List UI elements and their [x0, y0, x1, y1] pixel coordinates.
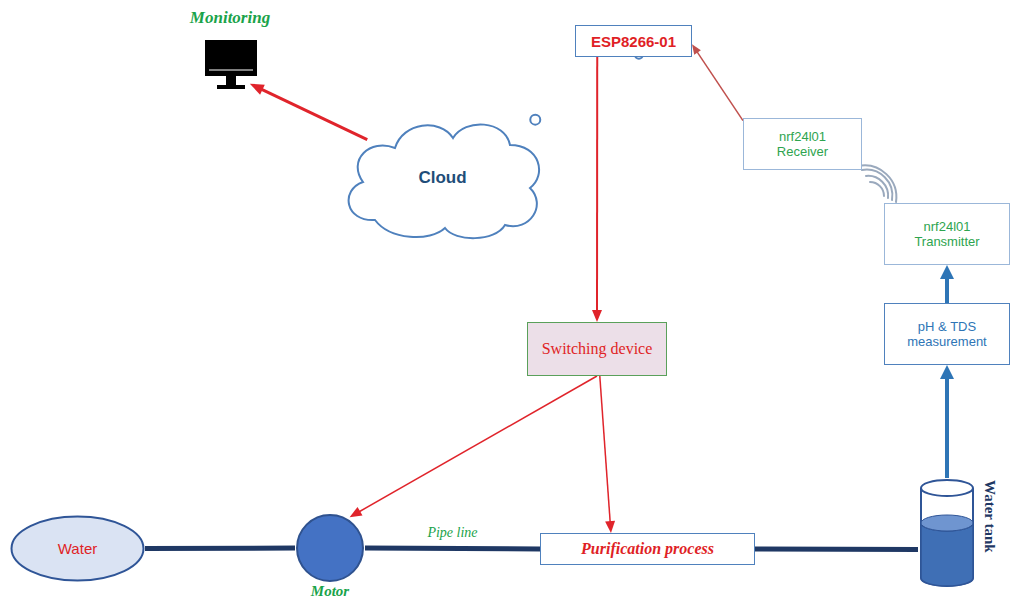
connector-line [596, 57, 598, 312]
connector [145, 548, 295, 550]
cloud-node: Cloud [335, 110, 550, 245]
water-surface [921, 515, 973, 531]
arrow-head [605, 521, 615, 533]
tank-top [921, 480, 973, 496]
connector-line [145, 546, 295, 552]
circle-shape [295, 513, 365, 583]
connector-line [261, 89, 368, 140]
connector [350, 376, 597, 517]
water-source: Water [10, 515, 145, 582]
arrow-head [940, 265, 954, 279]
node-label: Water [58, 540, 97, 557]
node-label: Water tank [981, 480, 998, 553]
edge-label: Pipe line [427, 525, 477, 541]
wave-arc [866, 176, 888, 198]
connector [692, 44, 743, 120]
motor-node: Motor [295, 513, 365, 583]
connector-line [945, 377, 949, 478]
arrow-head [940, 365, 954, 379]
process-box: Switching device [527, 322, 667, 376]
process-box: nrf24l01 Transmitter [884, 203, 1010, 265]
connector-line [945, 277, 949, 303]
cloud-outline [349, 124, 539, 238]
connector [365, 548, 540, 549]
node-label: Cloud [418, 168, 466, 188]
motor-circle [297, 515, 363, 581]
water-tank: Water tank [918, 478, 976, 588]
node-label: Monitoring [190, 8, 270, 28]
connector-line [365, 548, 540, 549]
process-box: ESP8266-01 [575, 25, 692, 57]
connector [600, 376, 615, 533]
node-label: Purification process [581, 540, 714, 558]
node-label: Motor [311, 583, 349, 600]
arrow-head [692, 44, 701, 55]
tank-shape [918, 478, 976, 588]
connector [755, 549, 918, 551]
connector-line [600, 376, 610, 523]
monitor-screen [205, 40, 257, 76]
process-box: Purification process [540, 533, 755, 565]
process-box: pH & TDS measurement [884, 303, 1010, 365]
connector [940, 365, 954, 478]
wave-arc [870, 182, 884, 196]
arrow-head [350, 507, 363, 517]
connector [250, 84, 367, 140]
node-label: Switching device [542, 340, 653, 358]
monitor-line [209, 70, 253, 71]
tank-body [921, 488, 973, 586]
connector-line [358, 376, 597, 512]
connector-line [696, 51, 743, 121]
connector-line [755, 547, 918, 553]
bubble [530, 115, 540, 125]
wireless-waves [858, 165, 896, 202]
monitor-base [217, 85, 245, 89]
node-label: nrf24l01 Transmitter [902, 219, 992, 249]
monitor-node: Monitoring [185, 8, 275, 96]
connector [940, 265, 954, 303]
connector [592, 57, 602, 322]
monitor-icon [205, 40, 257, 89]
node-label: pH & TDS measurement [897, 319, 997, 349]
node-label: ESP8266-01 [591, 33, 676, 50]
wave-arc [858, 165, 896, 202]
process-box: nrf24l01 Receiver [743, 118, 862, 170]
arrow-head [250, 84, 265, 95]
monitor-stand [226, 76, 236, 85]
tank-water [921, 523, 973, 586]
water-ellipse [12, 517, 144, 581]
node-label: nrf24l01 Receiver [763, 129, 843, 159]
arrow-head [592, 310, 602, 322]
